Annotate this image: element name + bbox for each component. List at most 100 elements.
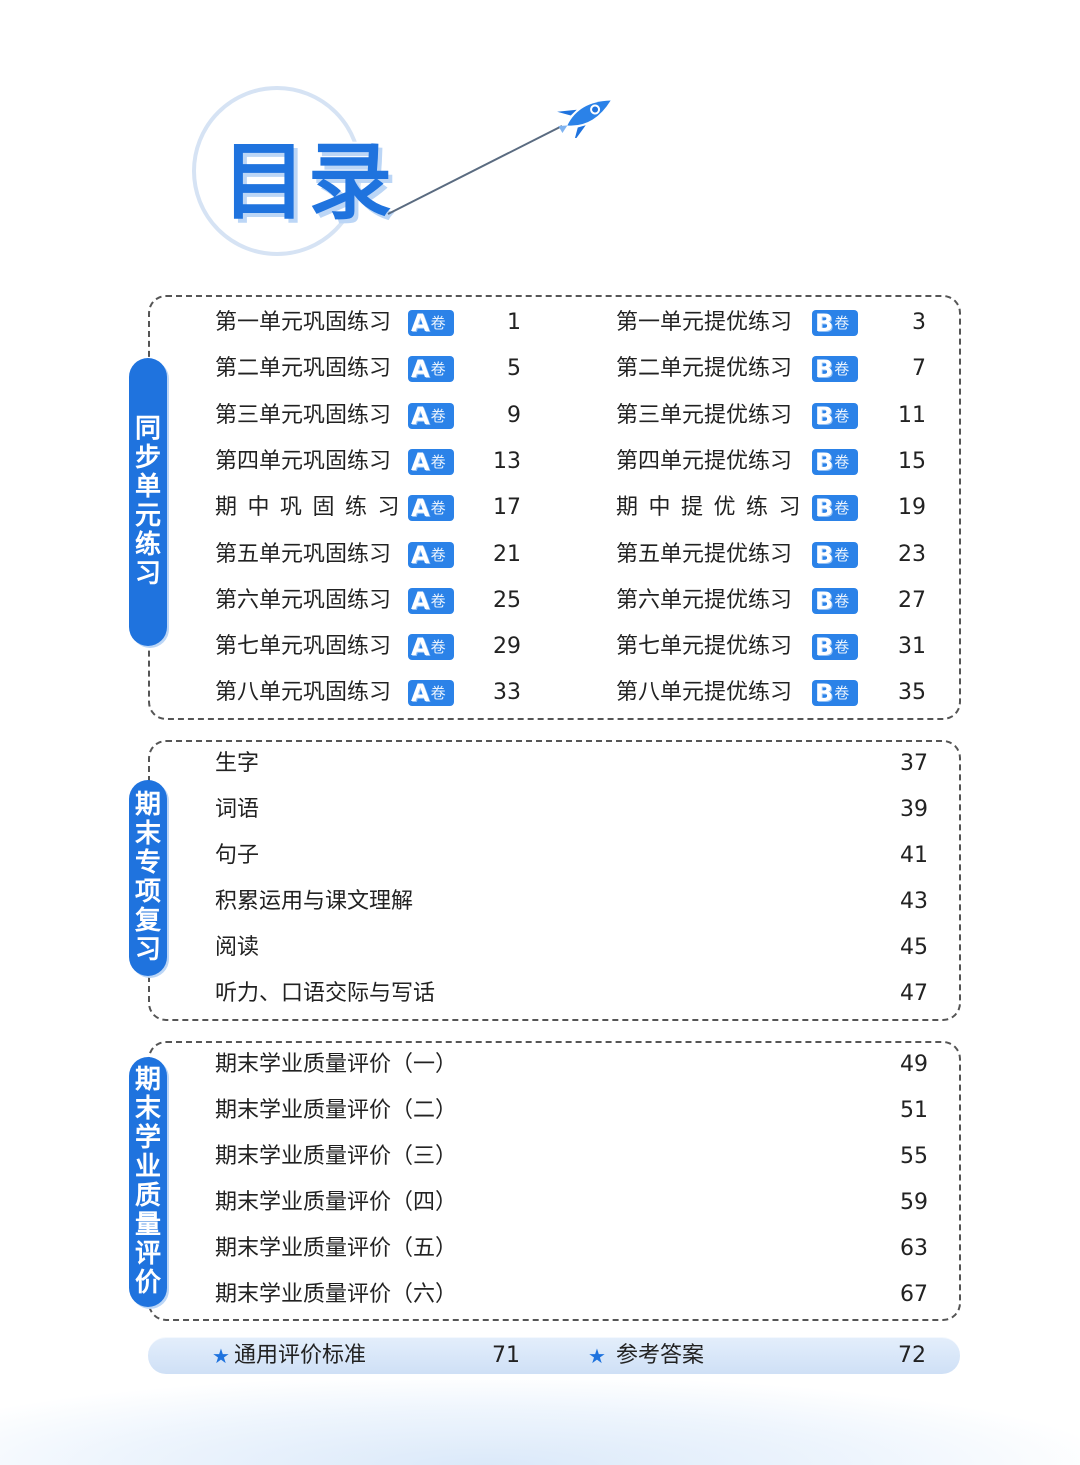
toc-entry-title: 第六单元提优练习 — [616, 587, 793, 613]
badge-char: 卷 — [834, 406, 850, 425]
badge-letter: A — [411, 680, 430, 707]
toc-entry[interactable]: 词语 39 — [215, 790, 930, 830]
badge-letter: B — [815, 495, 834, 522]
toc-entry-title: 词语 — [215, 797, 260, 822]
toc-entry-title: 第四单元提优练习 — [616, 448, 793, 474]
rocket-icon — [557, 100, 611, 138]
section-label-char: 习 — [134, 559, 161, 589]
toc-entry[interactable]: 期末学业质量评价（二） 51 — [215, 1091, 930, 1131]
badge-char: 卷 — [430, 360, 446, 379]
toc-entry-page: 67 — [900, 1282, 928, 1307]
badge-letter: A — [411, 587, 430, 614]
section-label-char: 专 — [134, 848, 161, 878]
badge-letter: A — [411, 541, 430, 568]
badge-letter: A — [411, 495, 430, 522]
toc-entry-title: 第二单元提优练习 — [616, 356, 793, 382]
toc-entry-page: 5 — [507, 356, 521, 382]
section-label-char: 学 — [134, 1123, 161, 1153]
section-label-sync-unit: 同步单元练习 — [129, 358, 167, 646]
toc-entry-page: 7 — [912, 356, 926, 382]
toc-entry-page: 23 — [898, 541, 926, 567]
badge-char: 卷 — [430, 684, 446, 703]
section-label-char: 业 — [134, 1152, 161, 1182]
badge-char: 卷 — [834, 314, 850, 332]
badge-char: 卷 — [430, 638, 446, 657]
toc-entry-title: 期末学业质量评价（六） — [215, 1282, 458, 1307]
section-label-char: 评 — [134, 1239, 161, 1269]
section-label-char: 练 — [134, 530, 161, 560]
toc-entry[interactable]: 期末学业质量评价（四） 59 — [215, 1183, 930, 1223]
section-label-char: 期 — [134, 1065, 161, 1095]
section-label-char: 复 — [134, 906, 161, 936]
toc-entry-page: 17 — [493, 495, 521, 521]
section-label-final-assessment: 期末学业质量评价 — [129, 1057, 167, 1307]
footer-item-label[interactable]: 参考答案 — [616, 1343, 705, 1368]
section-label-char: 项 — [134, 877, 161, 907]
toc-entry-page: 59 — [900, 1190, 928, 1215]
toc-entry-title: 第一单元巩固练习 — [215, 310, 392, 335]
badge-letter: B — [815, 587, 834, 614]
toc-entry-page: 11 — [898, 402, 926, 428]
toc-entry-title: 第七单元提优练习 — [616, 634, 793, 660]
toc-entry-page: 49 — [900, 1052, 928, 1077]
badge-char: 卷 — [834, 360, 850, 379]
toc-entry-title: 期末学业质量评价（四） — [215, 1190, 458, 1215]
toc-entry-title: 积累运用与课文理解 — [215, 889, 414, 914]
toc-entry[interactable]: 期末学业质量评价（三）55 — [215, 1137, 930, 1177]
toc-entry-title: 期中巩固练习 — [215, 495, 411, 521]
badge-char: 卷 — [430, 406, 446, 425]
badge-char: 卷 — [834, 684, 850, 703]
toc-entry[interactable]: 期末学业质量评价（一）49 — [215, 1045, 930, 1085]
section-label-char: 末 — [134, 1094, 161, 1124]
toc-entry[interactable]: 期末学业质量评价（六） 67 — [215, 1275, 930, 1315]
toc-entry-page: 25 — [493, 587, 521, 613]
badge-char: 卷 — [834, 499, 850, 518]
toc-entry-page: 51 — [900, 1098, 928, 1123]
toc-entry-page: 3 — [912, 310, 926, 335]
toc-entry-page: 63 — [900, 1236, 928, 1261]
toc-entry-page: 37 — [900, 751, 928, 776]
toc-entry-title: 期末学业质量评价（二） — [215, 1098, 458, 1123]
badge-char: 卷 — [834, 591, 850, 610]
toc-entry-title: 第六单元巩固练习 — [215, 587, 392, 613]
footer-bar: ★ 通用评价标准 71 ★ 参考答案 72 — [148, 1337, 960, 1374]
toc-entry-title: 期中提优练习 — [616, 495, 812, 521]
section-label-char: 习 — [134, 935, 161, 965]
badge-letter: B — [815, 402, 834, 429]
toc-entry-title: 第三单元提优练习 — [616, 402, 793, 428]
toc-entry-page: 39 — [900, 797, 928, 822]
badge-letter: A — [411, 310, 430, 336]
footer-item-label[interactable]: 通用评价标准 — [234, 1343, 367, 1368]
toc-entry-page: 35 — [898, 680, 926, 706]
toc-entry-title: 第八单元提优练习 — [616, 680, 793, 706]
badge-char: 卷 — [430, 591, 446, 610]
toc-entry[interactable]: 期末学业质量评价（五）63 — [215, 1229, 930, 1269]
toc-entry-title: 第七单元巩固练习 — [215, 634, 392, 660]
